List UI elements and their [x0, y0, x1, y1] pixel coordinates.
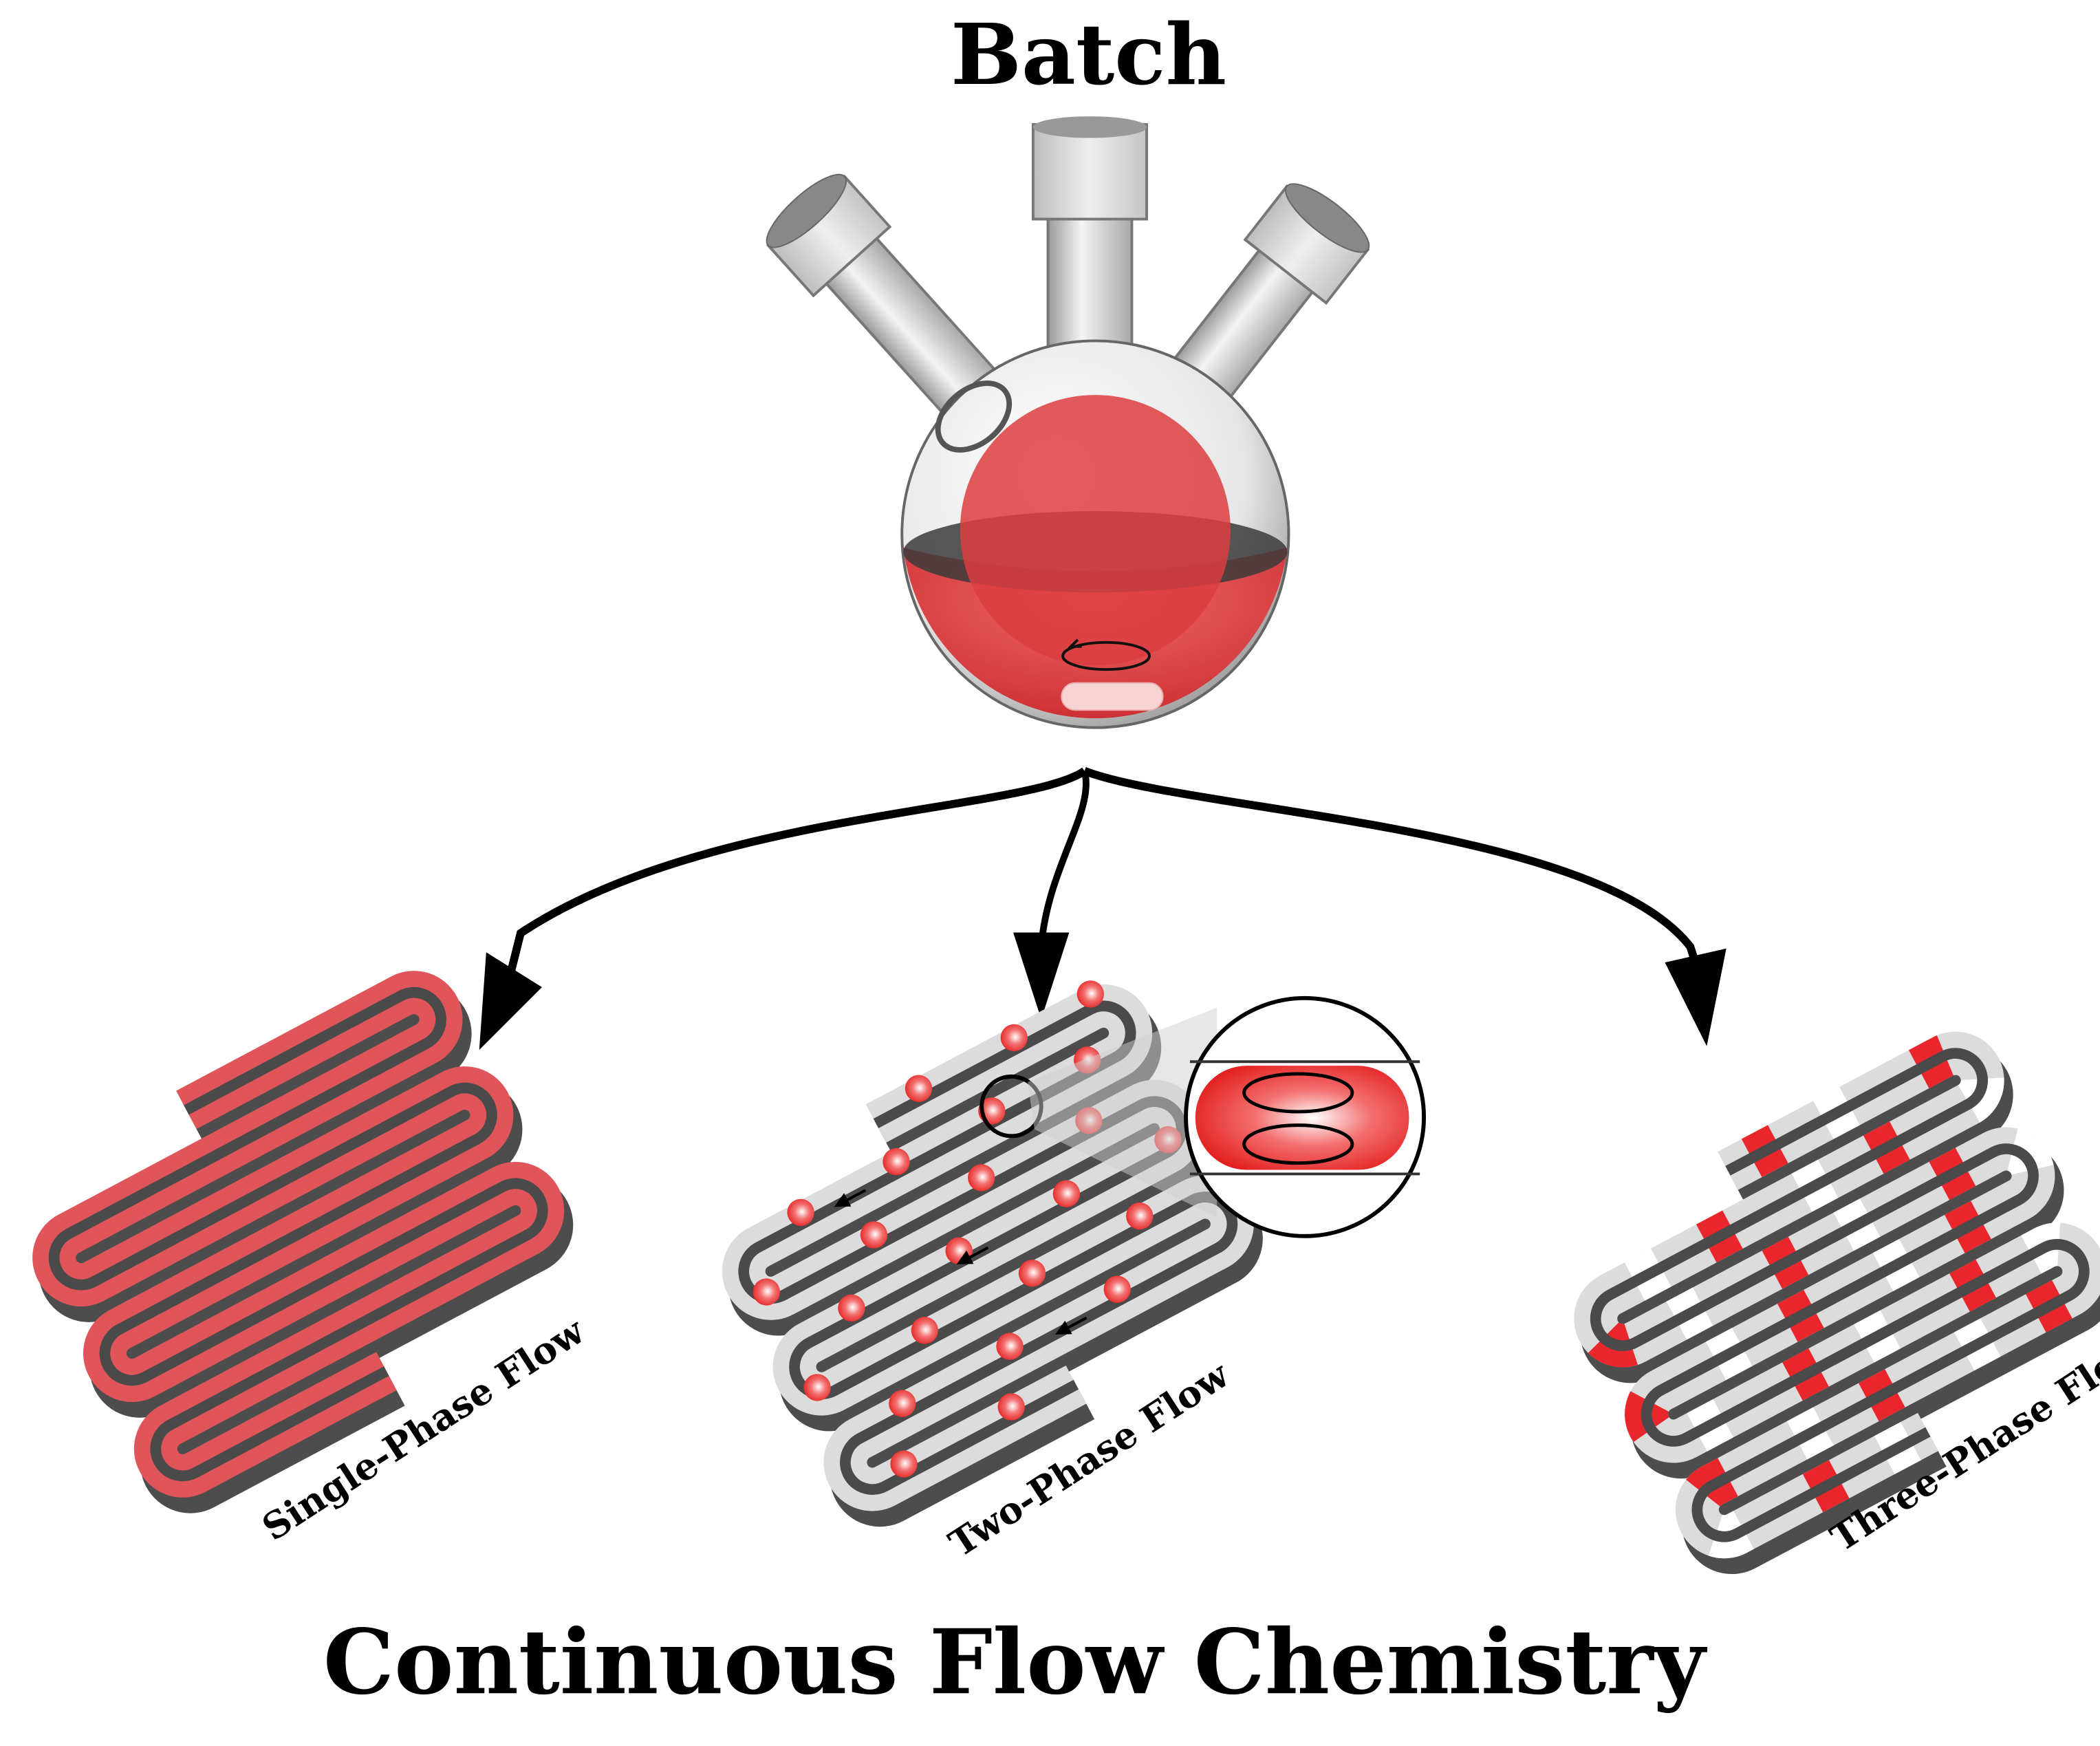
flow-direction-arrows — [834, 1189, 1087, 1335]
branch-arrows — [479, 767, 1726, 1050]
single-phase-reactor — [19, 983, 585, 1500]
droplets — [753, 980, 1182, 1478]
continuous-flow-title: Continuous Flow Chemistry — [323, 1609, 1708, 1714]
arrowhead-right — [1665, 948, 1726, 1046]
two-phase-reactor — [696, 973, 1275, 1513]
arrowhead-center — [1013, 932, 1070, 1020]
three-phase-reactor — [1561, 1044, 2100, 1560]
batch-title: Batch — [951, 6, 1226, 104]
arrowhead-left — [479, 952, 542, 1050]
stir-rotation-icon — [1061, 640, 1151, 671]
three-neck-flask — [766, 116, 1370, 729]
droplet-zoom-inset — [979, 995, 1427, 1238]
